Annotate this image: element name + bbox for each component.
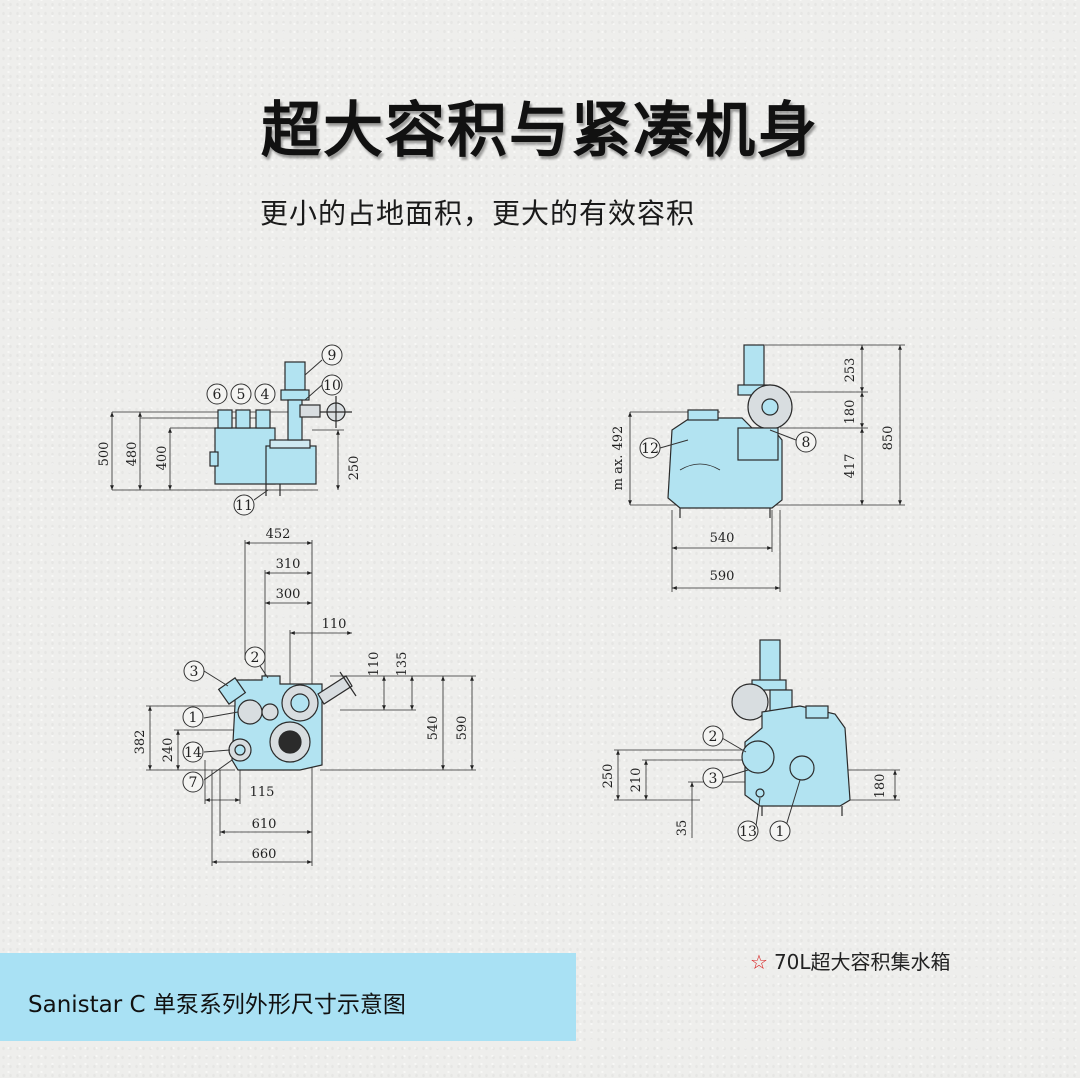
top-dim-label: 540 bbox=[426, 716, 441, 741]
callout-label: 1 bbox=[776, 824, 785, 840]
top-dim-label: 300 bbox=[276, 587, 301, 602]
front-view-dims: m ax. 492 253 180 417 850 540 590 bbox=[611, 358, 896, 584]
rear-dim-label: 180 bbox=[873, 774, 888, 799]
front-dim-label: 850 bbox=[881, 426, 896, 451]
front-dim-label: 540 bbox=[710, 531, 735, 546]
front-dim-label: 253 bbox=[843, 358, 858, 383]
top-dim-label: 240 bbox=[161, 738, 176, 763]
caption-text: Sanistar C 单泵系列外形尺寸示意图 bbox=[28, 992, 406, 1018]
page-title: 超大容积与紧凑机身 bbox=[261, 96, 819, 166]
callout-label: 6 bbox=[213, 387, 222, 403]
callout-label: 3 bbox=[709, 771, 718, 787]
feature-note: ☆70L超大容积集水箱 bbox=[750, 946, 951, 975]
top-view-callouts bbox=[182, 646, 269, 793]
feature-note-text: 70L超大容积集水箱 bbox=[773, 950, 951, 974]
star-icon: ☆ bbox=[750, 950, 768, 974]
callout-label: 4 bbox=[261, 387, 270, 403]
rear-view-callouts bbox=[702, 725, 801, 842]
front-view-callouts bbox=[639, 429, 817, 459]
callout-label: 3 bbox=[190, 664, 199, 680]
rear-dim-label: 35 bbox=[675, 820, 690, 837]
rear-view-dims: 250 210 35 180 bbox=[601, 764, 888, 837]
callout-label: 5 bbox=[237, 387, 246, 403]
front-dim-label: 180 bbox=[843, 400, 858, 425]
top-dim-label: 452 bbox=[266, 527, 291, 542]
side-view bbox=[110, 361, 352, 496]
callout-label: 8 bbox=[802, 435, 811, 451]
callout-label: 12 bbox=[641, 441, 659, 457]
page-subtitle: 更小的占地面积，更大的有效容积 bbox=[260, 197, 696, 230]
side-dim-label: 500 bbox=[97, 442, 112, 467]
callout-label: 10 bbox=[323, 378, 341, 394]
top-dim-label: 610 bbox=[252, 817, 277, 832]
front-dim-label: 417 bbox=[843, 454, 858, 479]
caption-banner: Sanistar C 单泵系列外形尺寸示意图 bbox=[0, 953, 576, 1041]
side-view-dims: 500 480 400 250 bbox=[97, 442, 362, 481]
front-dim-label: 590 bbox=[710, 569, 735, 584]
top-dim-label: 135 bbox=[395, 652, 410, 677]
top-dim-label: 115 bbox=[250, 785, 275, 800]
callout-label: 13 bbox=[739, 824, 757, 840]
top-view-dims: 452 310 300 110 110 135 540 590 382 240 … bbox=[133, 527, 470, 862]
top-dim-label: 310 bbox=[276, 557, 301, 572]
top-view bbox=[146, 540, 476, 866]
rear-view-callout-labels: 2 3 13 1 bbox=[709, 729, 785, 840]
callout-label: 2 bbox=[251, 650, 260, 666]
side-dim-label: 400 bbox=[155, 446, 170, 471]
front-view bbox=[628, 344, 905, 592]
callout-label: 1 bbox=[189, 710, 198, 726]
top-dim-label: 660 bbox=[252, 847, 277, 862]
callout-label: 7 bbox=[189, 775, 198, 791]
front-view-callout-labels: 12 8 bbox=[641, 435, 810, 457]
top-view-callout-labels: 3 2 1 14 7 bbox=[184, 650, 259, 791]
top-dim-label: 590 bbox=[455, 716, 470, 741]
callout-label: 9 bbox=[328, 348, 337, 364]
front-dim-label: m ax. 492 bbox=[611, 426, 626, 491]
top-dim-label: 110 bbox=[322, 617, 347, 632]
callout-label: 14 bbox=[184, 745, 202, 761]
rear-dim-label: 250 bbox=[601, 764, 616, 789]
callout-label: 11 bbox=[235, 498, 253, 514]
top-dim-label: 382 bbox=[133, 730, 148, 755]
side-dim-label: 480 bbox=[125, 442, 140, 467]
side-view-callouts bbox=[206, 344, 343, 516]
callout-label: 2 bbox=[709, 729, 718, 745]
rear-dim-label: 210 bbox=[629, 768, 644, 793]
rear-view bbox=[614, 639, 900, 838]
top-dim-label: 110 bbox=[367, 652, 382, 677]
side-dim-label: 250 bbox=[347, 456, 362, 481]
side-view-callout-labels: 9 10 6 5 4 11 bbox=[213, 348, 341, 514]
